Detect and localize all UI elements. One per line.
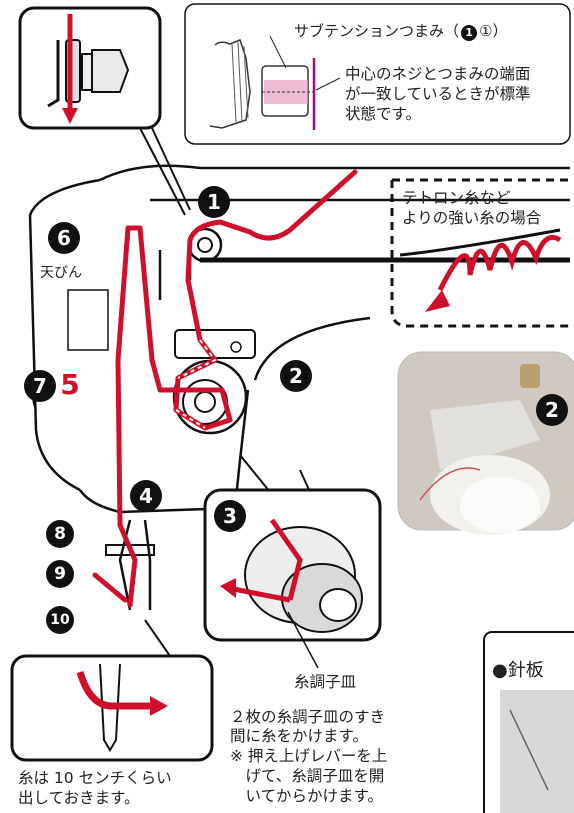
step-7-badge: 7 xyxy=(24,370,56,402)
needle-inset xyxy=(10,619,214,762)
tetoron-line-2: よりの強い糸の場合 xyxy=(402,209,542,227)
thread-dashes xyxy=(175,339,217,429)
subtension-number-circled: ① xyxy=(479,22,493,40)
dish-title: 糸調子皿 xyxy=(294,673,357,691)
step-4-badge: 4 xyxy=(130,480,162,512)
photo-box xyxy=(397,351,574,535)
needle-plate-title: ●針板 xyxy=(492,660,544,681)
step-1-badge: 1 xyxy=(198,186,230,218)
step-8-badge: 8 xyxy=(46,520,74,548)
subtension-note-line-3: 状態です。 xyxy=(345,105,421,123)
tenbin-label: 天びん xyxy=(40,265,82,281)
needle-plate-box xyxy=(483,631,574,813)
dish-inset xyxy=(203,454,382,669)
step-9-badge: 9 xyxy=(46,560,74,588)
dish-note-line-1: ※ 押え上げレバーを上 xyxy=(230,747,388,765)
step-2-badge: 2 xyxy=(280,360,312,392)
thread-note-line-1: 糸は 10 センチくらい xyxy=(18,769,172,787)
spool-inset xyxy=(18,6,162,130)
subtension-note-line-1: 中心のネジとつまみの端面 xyxy=(345,65,531,83)
dish-line-2: 間に糸をかけます。 xyxy=(230,727,368,745)
step-2-photo-badge: 2 xyxy=(536,394,568,426)
dish-note-line-3: いてからかけます。 xyxy=(230,787,384,805)
tetoron-line-1: テトロン糸など xyxy=(402,189,511,207)
step-5-badge: 5 xyxy=(54,368,86,401)
dish-note-line-2: げて、糸調子皿を開 xyxy=(230,767,385,785)
subtension-note-line-2: が一致しているときが標準 xyxy=(345,85,531,103)
step-10-badge: 10 xyxy=(46,606,74,634)
thread-note-line-2: 出しておきます。 xyxy=(18,789,140,807)
subtension-title-close: ） xyxy=(492,22,508,40)
tetoron-callout xyxy=(390,178,570,328)
step-6-badge: 6 xyxy=(48,222,80,254)
subtension-number-badge: 1 xyxy=(461,25,478,41)
subtension-title-text: サブテンションつまみ（ xyxy=(294,22,460,40)
dish-line-1: ２枚の糸調子皿のすき xyxy=(230,708,386,726)
step-3-badge: 3 xyxy=(214,500,246,532)
